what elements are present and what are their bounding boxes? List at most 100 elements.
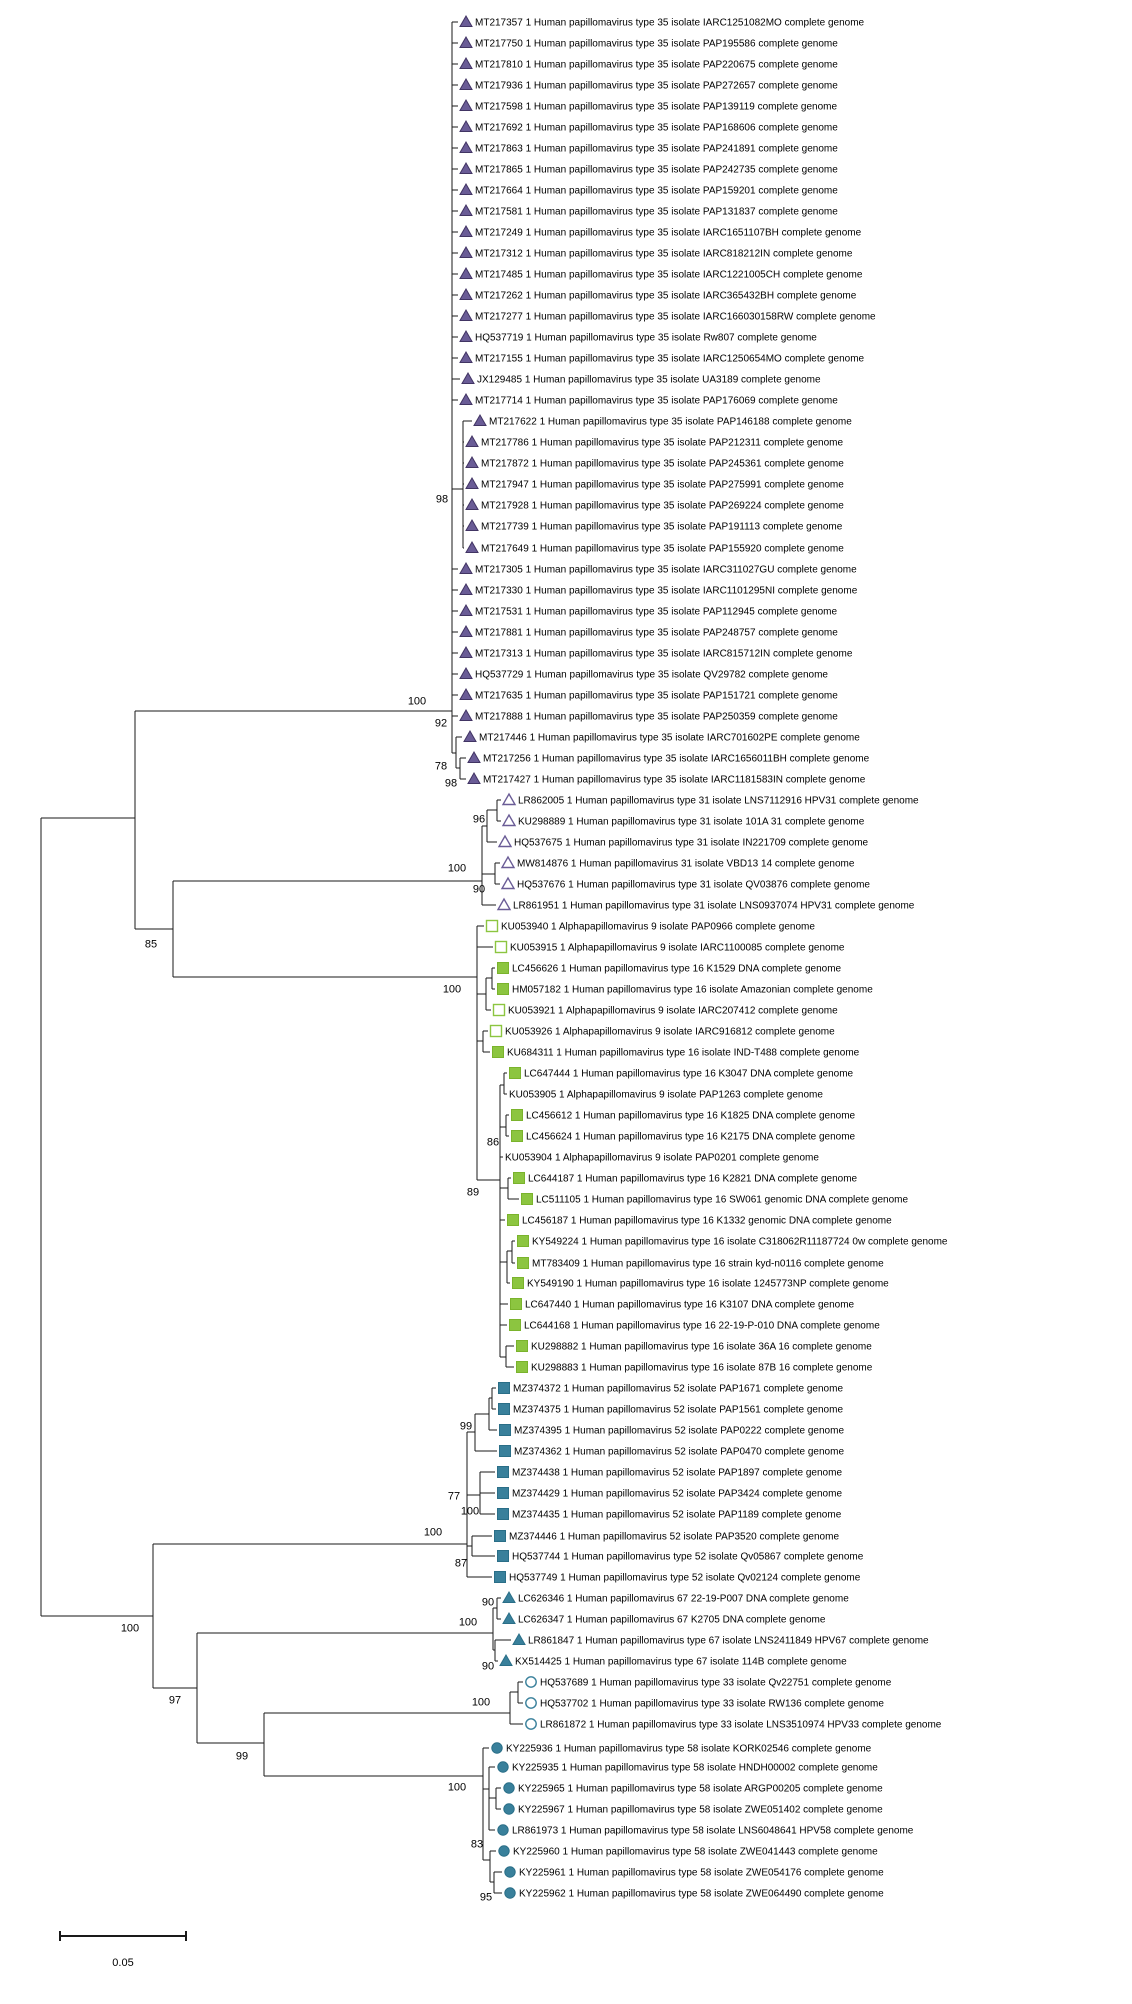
taxon-label: LC456626 1 Human papillomavirus type 16 … <box>512 964 842 975</box>
bootstrap-value: 87 <box>455 1558 467 1570</box>
taxon-label: KY225961 1 Human papillomavirus type 58 … <box>519 1868 884 1879</box>
hpv35-marker-icon <box>463 729 477 742</box>
taxon-label: MT217664 1 Human papillomavirus type 35 … <box>475 186 838 197</box>
alpha9-marker-icon <box>489 1024 503 1038</box>
taxon-label: LR862005 1 Human papillomavirus type 31 … <box>518 796 919 807</box>
taxon-label: HQ537744 1 Human papillomavirus type 52 … <box>512 1552 864 1563</box>
taxon-label: MT217865 1 Human papillomavirus type 35 … <box>475 165 838 176</box>
hpv35-marker-icon <box>459 245 473 258</box>
taxon-label: KY225967 1 Human papillomavirus type 58 … <box>518 1805 883 1816</box>
taxon-label: MT217581 1 Human papillomavirus type 35 … <box>475 207 838 218</box>
taxon-label: MT217427 1 Human papillomavirus type 35 … <box>483 775 866 786</box>
hpv16-marker-icon <box>510 1298 522 1310</box>
bootstrap-value: 95 <box>480 1892 492 1904</box>
hpv52-marker-icon <box>497 1550 509 1562</box>
hpv52-marker-icon <box>494 1530 506 1542</box>
hpv35-marker-icon <box>459 77 473 90</box>
bootstrap-value: 100 <box>459 1617 477 1629</box>
bootstrap-value: 100 <box>472 1697 490 1709</box>
hpv35-marker-icon <box>459 603 473 616</box>
bootstrap-value: 86 <box>487 1137 499 1149</box>
hpv31-marker-icon <box>501 813 517 827</box>
hpv35-marker-icon <box>473 413 487 426</box>
hpv52-marker-icon <box>497 1466 509 1478</box>
hpv35-marker-icon <box>459 161 473 174</box>
hpv58-marker-icon <box>497 1761 509 1773</box>
taxon-label: LC511105 1 Human papillomavirus type 16 … <box>536 1195 908 1206</box>
bootstrap-value: 99 <box>460 1421 472 1433</box>
hpv67-marker-icon <box>502 1611 516 1624</box>
hpv35-marker-icon <box>459 624 473 637</box>
taxon-label: MZ374395 1 Human papillomavirus 52 isola… <box>514 1426 844 1437</box>
tree-branches <box>40 21 523 1894</box>
bootstrap-value: 99 <box>236 1751 248 1763</box>
hpv31-marker-icon <box>500 855 516 869</box>
bootstrap-value: 100 <box>448 1782 466 1794</box>
bootstrap-value: 77 <box>448 1491 460 1503</box>
taxon-label: KU053905 1 Alphapapillomavirus 9 isolate… <box>509 1090 823 1101</box>
hpv35-marker-icon <box>459 561 473 574</box>
bootstrap-value: 100 <box>443 984 461 996</box>
bootstrap-value: 92 <box>435 718 447 730</box>
taxon-label: MT217249 1 Human papillomavirus type 35 … <box>475 228 862 239</box>
taxon-label: HQ537676 1 Human papillomavirus type 31 … <box>517 880 870 891</box>
taxon-label: MT217155 1 Human papillomavirus type 35 … <box>475 354 865 365</box>
bootstrap-value: 100 <box>461 1506 479 1518</box>
hpv35-marker-icon <box>459 666 473 679</box>
taxon-label: KY225935 1 Human papillomavirus type 58 … <box>512 1763 878 1774</box>
bootstrap-value: 100 <box>121 1623 139 1635</box>
hpv35-marker-icon <box>461 371 475 384</box>
taxon-label: MT217888 1 Human papillomavirus type 35 … <box>475 712 838 723</box>
hpv35-marker-icon <box>459 350 473 363</box>
hpv35-marker-icon <box>465 455 479 468</box>
taxon-label: LC644168 1 Human papillomavirus type 16 … <box>524 1321 880 1332</box>
hpv16-marker-icon <box>511 1109 523 1121</box>
hpv16-marker-icon <box>497 983 509 995</box>
hpv52-marker-icon <box>499 1424 511 1436</box>
taxon-label: KY225965 1 Human papillomavirus type 58 … <box>518 1784 883 1795</box>
taxon-label: MT217810 1 Human papillomavirus type 35 … <box>475 60 838 71</box>
taxon-label: KU053904 1 Alphapapillomavirus 9 isolate… <box>505 1153 819 1164</box>
hpv31-marker-icon <box>496 897 512 911</box>
bootstrap-value: 98 <box>445 778 457 790</box>
hpv52-marker-icon <box>499 1445 511 1457</box>
taxon-label: LC456187 1 Human papillomavirus type 16 … <box>522 1216 892 1227</box>
hpv16-marker-icon <box>509 1067 521 1079</box>
taxon-label: HQ537719 1 Human papillomavirus type 35 … <box>475 333 817 344</box>
hpv35-marker-icon <box>459 266 473 279</box>
taxon-label: KU053921 1 Alphapapillomavirus 9 isolate… <box>508 1006 838 1017</box>
taxon-label: MT217313 1 Human papillomavirus type 35 … <box>475 649 853 660</box>
taxon-label: MT217872 1 Human papillomavirus type 35 … <box>481 459 844 470</box>
taxon-label: LR861951 1 Human papillomavirus type 31 … <box>513 901 915 912</box>
scale-bar: 0.05 <box>59 1931 187 1969</box>
taxon-label: MZ374438 1 Human papillomavirus 52 isola… <box>512 1468 842 1479</box>
taxon-label: LR861872 1 Human papillomavirus type 33 … <box>540 1720 942 1731</box>
taxon-label: LC456624 1 Human papillomavirus type 16 … <box>526 1132 856 1143</box>
taxon-label: KX514425 1 Human papillomavirus type 67 … <box>515 1657 847 1668</box>
taxon-label: MT217256 1 Human papillomavirus type 35 … <box>483 754 870 765</box>
taxon-label: HQ537702 1 Human papillomavirus type 33 … <box>540 1699 884 1710</box>
taxon-label: HQ537729 1 Human papillomavirus type 35 … <box>475 670 828 681</box>
hpv35-marker-icon <box>459 708 473 721</box>
taxon-label: MT217330 1 Human papillomavirus type 35 … <box>475 586 858 597</box>
bootstrap-value: 97 <box>169 1695 181 1707</box>
hpv35-marker-icon <box>459 329 473 342</box>
hpv67-marker-icon <box>512 1632 526 1645</box>
taxon-label: HQ537749 1 Human papillomavirus type 52 … <box>509 1573 861 1584</box>
taxon-label: HQ537675 1 Human papillomavirus type 31 … <box>514 838 869 849</box>
taxon-label: KU053940 1 Alphapapillomavirus 9 isolate… <box>501 922 815 933</box>
taxon-label: KU684311 1 Human papillomavirus type 16 … <box>507 1048 860 1059</box>
hpv35-marker-icon <box>467 750 481 763</box>
hpv35-marker-icon <box>459 182 473 195</box>
hpv35-marker-icon <box>459 56 473 69</box>
hpv33-marker-icon <box>525 1718 537 1730</box>
taxon-label: MW814876 1 Human papillomavirus 31 isola… <box>517 859 855 870</box>
hpv58-marker-icon <box>503 1803 515 1815</box>
hpv67-marker-icon <box>502 1590 516 1603</box>
taxon-label: KY225960 1 Human papillomavirus type 58 … <box>513 1847 878 1858</box>
hpv52-marker-icon <box>497 1508 509 1520</box>
taxon-label: LC456612 1 Human papillomavirus type 16 … <box>526 1111 856 1122</box>
taxon-label: KU298883 1 Human papillomavirus type 16 … <box>531 1363 873 1374</box>
taxon-label: KY549224 1 Human papillomavirus type 16 … <box>532 1237 948 1248</box>
taxon-label: HM057182 1 Human papillomavirus type 16 … <box>512 985 873 996</box>
